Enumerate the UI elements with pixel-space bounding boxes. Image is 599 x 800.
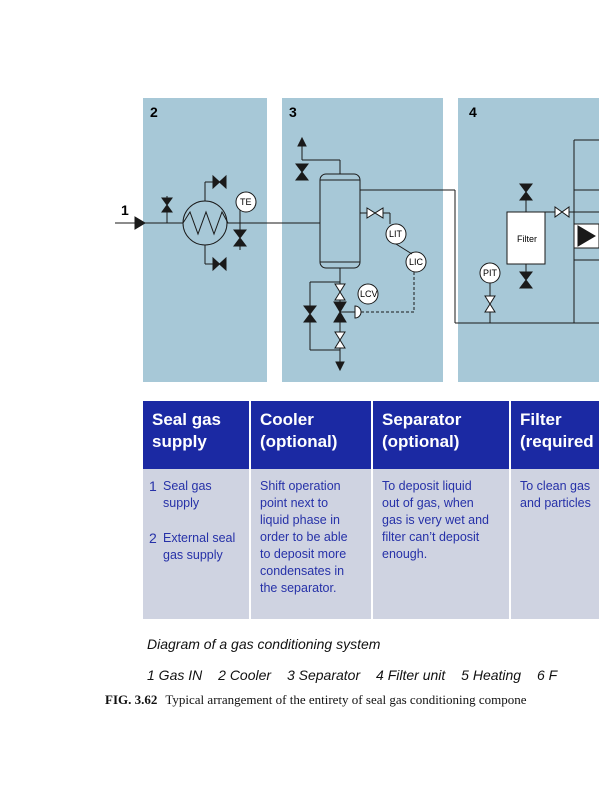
- lcv-instrument: [357, 283, 379, 305]
- item-number: 1: [149, 478, 157, 494]
- figure-text: Typical arrangement of the entirety of s…: [165, 692, 527, 707]
- item-line: gas supply: [163, 548, 223, 562]
- legend-item: 5 Heating: [461, 667, 522, 683]
- separator-vessel: [319, 173, 361, 269]
- lit-label: LIT: [389, 229, 403, 239]
- valve-icon: [519, 183, 533, 201]
- header-line: Seal gas: [152, 410, 221, 429]
- desc-line: filter can’t deposit: [382, 530, 480, 544]
- column-divider: [249, 401, 251, 619]
- desc-line: to deposit more: [260, 547, 347, 561]
- valve-icon: [303, 305, 317, 323]
- legend: 1 Gas IN 2 Cooler 3 Separator 4 Filter u…: [147, 667, 599, 683]
- heat-exchanger-icon: [182, 200, 228, 246]
- item-line: Seal gas: [163, 479, 212, 493]
- te-label: TE: [240, 197, 252, 207]
- valve-icon: [334, 331, 346, 349]
- desc-line: gas is very wet and: [382, 513, 489, 527]
- process-diagram: 2 3 4 1: [115, 98, 599, 382]
- column-seal-gas-supply: Seal gas supply 1 Seal gas supply 2 Exte…: [143, 401, 249, 619]
- column-cooler: Cooler (optional) Shift operation point …: [251, 401, 371, 619]
- desc-line: and particles: [520, 496, 591, 510]
- column-separator: Separator (optional) To deposit liquid o…: [373, 401, 509, 619]
- column-body: To deposit liquid out of gas, when gas i…: [373, 469, 509, 619]
- lic-label: LIC: [409, 257, 424, 267]
- column-body: 1 Seal gas supply 2 External seal gas su…: [143, 469, 249, 619]
- desc-line: liquid phase in: [260, 513, 340, 527]
- figure-label: FIG. 3.62: [105, 692, 158, 707]
- valve-icon: [333, 301, 347, 323]
- header-line: (required: [520, 432, 594, 451]
- lic-instrument: [405, 251, 427, 273]
- valve-icon: [366, 207, 384, 219]
- header-line: (optional): [260, 432, 338, 451]
- valve-icon: [295, 163, 309, 181]
- header-line: (optional): [382, 432, 460, 451]
- valve-icon: [161, 197, 173, 213]
- desc-line: the separator.: [260, 581, 337, 595]
- list-item: 1 Seal gas supply: [149, 478, 243, 512]
- header-line: Separator: [382, 410, 462, 429]
- lcv-label: LCV: [360, 289, 378, 299]
- header-line: Filter: [520, 410, 562, 429]
- column-body: Shift operation point next to liquid pha…: [251, 469, 371, 619]
- column-header: Seal gas supply: [143, 401, 249, 469]
- column-filter: Filter (required To clean gas and partic…: [511, 401, 599, 619]
- panel-separator: [282, 98, 443, 382]
- figure-caption: FIG. 3.62 Typical arrangement of the enti…: [105, 692, 599, 708]
- item-number: 2: [149, 530, 157, 546]
- inlet-arrow: [134, 216, 146, 230]
- valve-icon: [212, 256, 227, 272]
- desc-line: To deposit liquid: [382, 479, 472, 493]
- desc-line: out of gas, when: [382, 496, 474, 510]
- component-table: Seal gas supply 1 Seal gas supply 2 Exte…: [143, 401, 599, 619]
- desc-line: point next to: [260, 496, 329, 510]
- valve-icon: [577, 225, 596, 247]
- desc-line: enough.: [382, 547, 428, 561]
- inlet-stream-label: 1: [121, 202, 129, 218]
- legend-item: 2 Cooler: [218, 667, 272, 683]
- valve-icon: [484, 295, 496, 313]
- legend-item: 3 Separator: [286, 667, 361, 683]
- header-line: supply: [152, 432, 207, 451]
- column-header: Separator (optional): [373, 401, 509, 469]
- heat-exchanger-coil: [182, 210, 229, 236]
- valve-icon: [554, 206, 570, 218]
- desc-line: condensates in: [260, 564, 345, 578]
- panel-number-4: 4: [469, 104, 477, 120]
- vent-arrow: [297, 136, 307, 147]
- te-instrument: [235, 191, 257, 213]
- valve-icon: [334, 283, 346, 301]
- panel-number-2: 2: [150, 104, 158, 120]
- lcv-actuator: [354, 305, 362, 319]
- pit-label: PIT: [483, 268, 498, 278]
- valve-icon: [233, 229, 247, 247]
- desc-line: Shift operation: [260, 479, 341, 493]
- column-divider: [371, 401, 373, 619]
- desc-line: order to be able: [260, 530, 348, 544]
- legend-item: 4 Filter unit: [376, 667, 446, 683]
- valve-icon: [212, 174, 227, 190]
- valve-icon: [519, 271, 533, 289]
- desc-line: To clean gas: [520, 479, 591, 493]
- column-header: Filter (required: [511, 401, 599, 469]
- header-line: Cooler: [260, 410, 314, 429]
- panel-number-3: 3: [289, 104, 297, 120]
- item-line: External seal: [163, 531, 236, 545]
- item-line: supply: [163, 496, 200, 510]
- diagram-caption: Diagram of a gas conditioning system: [147, 636, 381, 652]
- column-header: Cooler (optional): [251, 401, 371, 469]
- column-body: To clean gas and particles: [511, 469, 599, 619]
- legend-item: 6 F: [536, 667, 558, 683]
- legend-item: 1 Gas IN: [147, 667, 203, 683]
- filter-label: Filter: [517, 234, 537, 244]
- list-item: 2 External seal gas supply: [149, 530, 243, 564]
- column-divider: [509, 401, 511, 619]
